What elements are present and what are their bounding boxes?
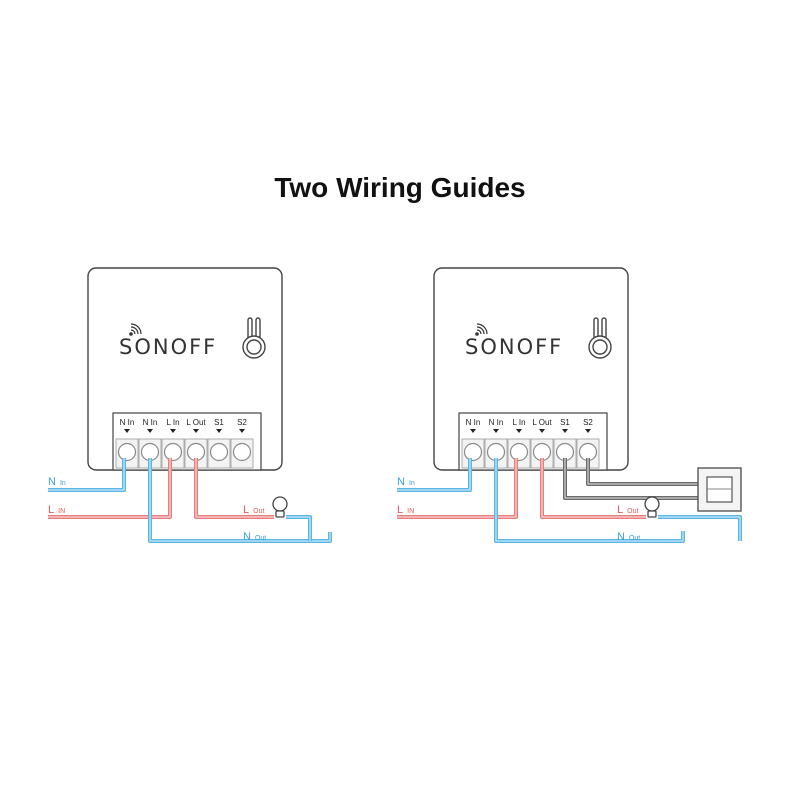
- wire-label-n-out: N Out: [617, 531, 640, 543]
- wire-label-main: L: [397, 504, 403, 516]
- right-wire-lamp-neutral: [658, 515, 742, 541]
- right-wire-l-in: [397, 458, 518, 519]
- wire-label-sub: Out: [629, 535, 640, 542]
- terminal-label: S1: [214, 418, 224, 427]
- terminal-label: L Out: [186, 418, 206, 427]
- wire-label-main: N: [48, 476, 56, 488]
- left-wire-n-out: [148, 458, 332, 543]
- diagram-title: Two Wiring Guides: [274, 172, 525, 203]
- left-wire-l-in: [48, 458, 172, 519]
- terminal-label: N In: [466, 418, 481, 427]
- antenna-ring-icon: [242, 317, 266, 359]
- left-wire-l-out: [194, 458, 274, 519]
- wire-label-n-in: N In: [48, 476, 66, 488]
- wire-label-main: L: [48, 504, 54, 516]
- wire-label-main: N: [397, 476, 405, 488]
- terminal-arrow-icon: [470, 429, 591, 433]
- terminal-label: L In: [166, 418, 179, 427]
- left-wire-n-in: [48, 458, 126, 492]
- wire-label-l-out: L Out: [243, 504, 264, 516]
- terminal-label: N In: [489, 418, 504, 427]
- wire-label-main: N: [617, 531, 625, 543]
- wire-label-main: L: [243, 504, 249, 516]
- right-wire-l-out: [540, 458, 646, 519]
- wire-label-l-in: L IN: [397, 504, 414, 516]
- terminal-label: N In: [120, 418, 135, 427]
- brand-logo: SONOFF: [119, 335, 217, 359]
- terminal-label: N In: [143, 418, 158, 427]
- brand-logo: SONOFF: [465, 335, 563, 359]
- wire-label-n-in: N In: [397, 476, 415, 488]
- terminal-screws: [115, 438, 254, 469]
- right-guide: SONOFF N In N In L In L Out S1 S2: [397, 267, 742, 543]
- terminal-arrow-icon: [124, 429, 245, 433]
- wifi-icon: [129, 323, 142, 336]
- left-device: SONOFF N In N In L In L Out S1 S2: [87, 267, 283, 471]
- wall-switch-icon: [697, 467, 742, 512]
- wire-label-sub: IN: [58, 508, 65, 515]
- wire-label-sub: In: [60, 480, 66, 487]
- wire-label-main: L: [617, 504, 623, 516]
- terminal-label: S2: [583, 418, 593, 427]
- antenna-ring-icon: [588, 317, 612, 359]
- wire-label-sub: IN: [407, 508, 414, 515]
- light-bulb-icon: [644, 496, 660, 518]
- right-wire-s2: [586, 458, 698, 486]
- left-wire-lamp-neutral: [286, 515, 312, 541]
- left-guide: SONOFF N In N In L In L Out S1 S2: [48, 267, 332, 543]
- light-bulb-icon: [272, 496, 288, 518]
- wifi-icon: [475, 323, 488, 336]
- terminal-label: S1: [560, 418, 570, 427]
- wire-label-sub: Out: [255, 535, 266, 542]
- right-wire-n-in: [397, 458, 472, 492]
- wire-label-l-in: L IN: [48, 504, 65, 516]
- terminal-label: L In: [512, 418, 525, 427]
- right-wire-n-out: [494, 458, 685, 543]
- terminal-label: S2: [237, 418, 247, 427]
- wire-label-l-out: L Out: [617, 504, 638, 516]
- wire-label-n-out: N Out: [243, 531, 266, 543]
- wire-label-main: N: [243, 531, 251, 543]
- right-device: SONOFF N In N In L In L Out S1 S2: [433, 267, 629, 471]
- wire-label-sub: Out: [253, 508, 264, 515]
- terminal-label: L Out: [532, 418, 552, 427]
- wire-label-sub: In: [409, 480, 415, 487]
- wire-label-sub: Out: [627, 508, 638, 515]
